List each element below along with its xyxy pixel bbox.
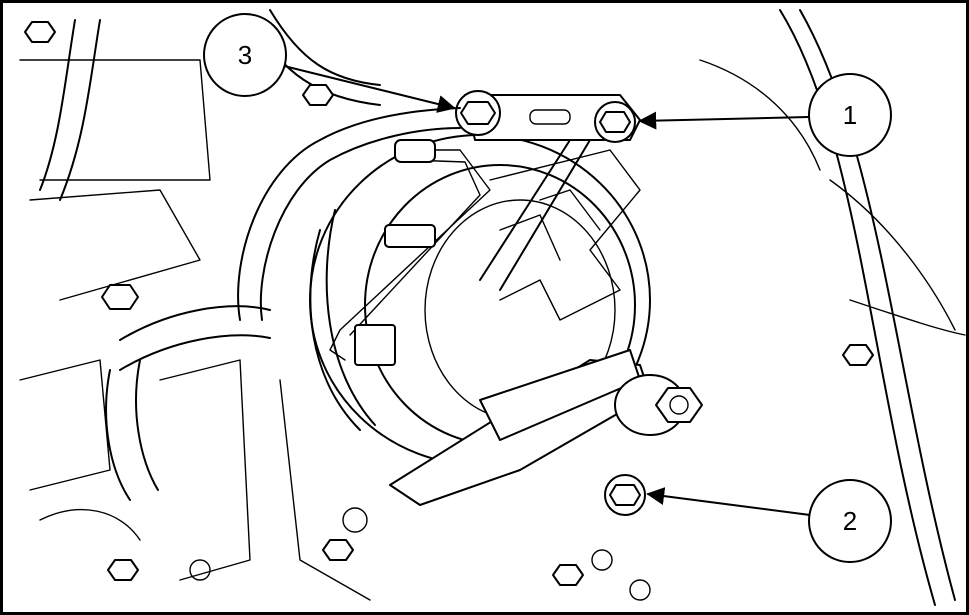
bolt-2 bbox=[604, 474, 646, 516]
hoses bbox=[39, 9, 461, 501]
callout-1-label: 1 bbox=[843, 100, 857, 130]
pivot-bolt bbox=[614, 374, 703, 436]
leader-1 bbox=[638, 111, 809, 130]
wiring-harness bbox=[329, 139, 491, 366]
bolt-3 bbox=[455, 90, 501, 136]
callout-leaders bbox=[283, 65, 811, 516]
callout-1: 1 bbox=[808, 73, 892, 157]
bolt-1 bbox=[594, 101, 636, 143]
callout-3: 3 bbox=[203, 13, 287, 97]
leader-3 bbox=[283, 65, 456, 113]
fan-shroud bbox=[699, 9, 966, 606]
leader-2 bbox=[646, 487, 811, 516]
engine-block bbox=[19, 21, 874, 601]
callout-2-label: 2 bbox=[843, 506, 857, 536]
callout-3-label: 3 bbox=[238, 40, 252, 70]
callout-2: 2 bbox=[808, 479, 892, 563]
